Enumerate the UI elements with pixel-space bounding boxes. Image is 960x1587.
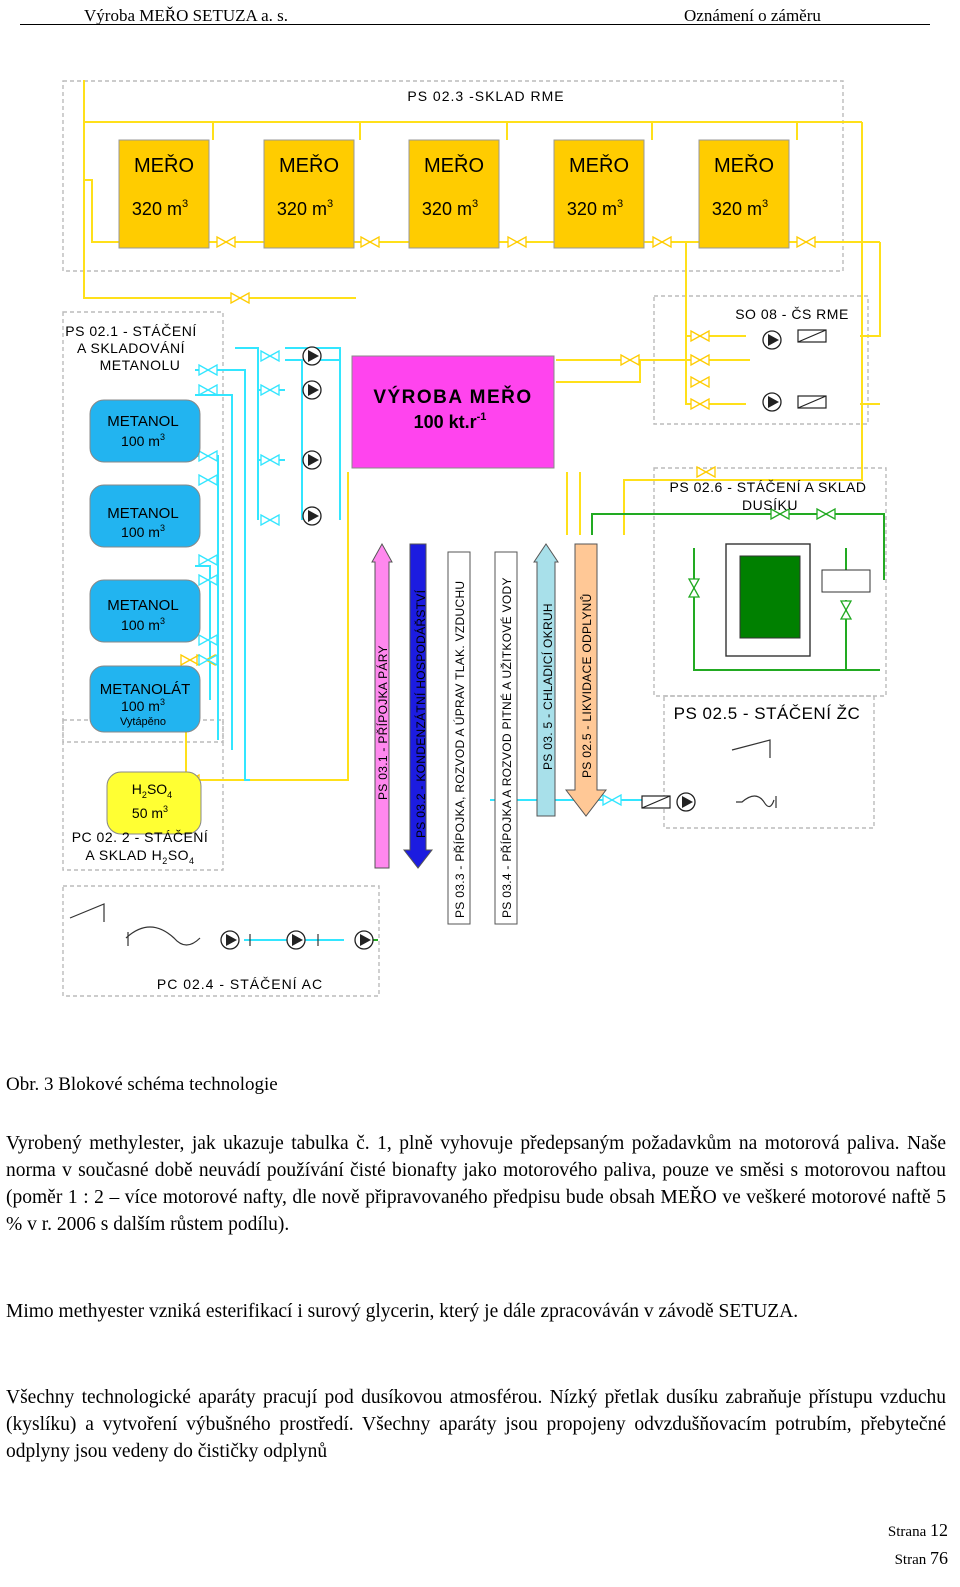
production-unit: VÝROBA MEŘO 100 kt.r-1 [351,355,555,469]
svg-text:320 m3: 320 m3 [567,198,623,219]
page-header: Výroba MEŘO SETUZA a. s. Oznámení o zámě… [0,4,960,26]
methanol-tank-3-name: METANOL [107,597,178,614]
lye-title: PS 02.5 - STÁČENÍ ŽC [674,704,861,723]
unloading-symbols [69,739,777,946]
svg-text:320 m3: 320 m3 [277,198,333,219]
utility-cooling: PS 03. 5 - CHLADICÍ OKRUH [540,603,555,770]
header-left: Výroba MEŘO SETUZA a. s. [84,6,288,25]
acid-tank-volume: 50 m [132,805,163,821]
methanol-pipes [195,347,658,941]
acid-title-1: PC 02. 2 - STÁČENÍ [72,829,209,845]
tank-2-volume: 320 m [277,199,327,219]
utility-offgas: PS 02.5 - LIKVIDACE ODPLYNŮ [579,593,594,778]
methanol-tank-4-volume: 100 m [121,698,160,714]
paragraph-3: Všechny technologické aparáty pracují po… [6,1387,946,1462]
header-right: Oznámení o záměru [684,6,821,25]
rme-tanks: MEŘO MEŘO MEŘO MEŘO MEŘO 320 m3 320 m3 3… [118,139,790,249]
nitrogen-tank [725,543,871,657]
flow-meters [641,329,827,809]
utility-air: PS 03.3 - PŘÍPOJKA, ROZVOD A ÚPRAV TLAK.… [452,581,467,918]
figure-caption: Obr. 3 Blokové schéma technologie [6,1074,278,1095]
pump-station-title: SO 08 - ČS RME [735,306,849,322]
production-capacity: 100 kt.r [414,412,477,432]
methanol-tank-4-note: Vytápěno [120,716,166,728]
methanol-title-3: METANOLU [100,357,181,373]
tank-1-name: MEŘO [134,154,194,177]
storage-title: PS 02.3 -SKLAD RME [407,88,564,104]
ac-title: PC 02.4 - STÁČENÍ AC [157,976,323,992]
tank-4-volume: 320 m [567,199,617,219]
methanol-tanks: METANOL METANOL METANOL METANOLÁT 100 m3… [89,399,201,733]
svg-text:100 kt.r-1: 100 kt.r-1 [414,411,487,432]
zone-borders [62,80,887,997]
svg-text:100 m3: 100 m3 [121,616,165,633]
nitrogen-title-2: DUSÍKU [742,497,798,513]
svg-text:320 m3: 320 m3 [422,198,478,219]
tank-2-name: MEŘO [279,154,339,177]
tank-3-volume: 320 m [422,199,472,219]
methanol-tank-1-name: METANOL [107,413,178,430]
utility-water: PS 03.4 - PŘÍPOJKA A ROZVOD PITNÉ A UŽIT… [499,577,514,918]
methanol-tank-1-volume: 100 m [121,433,160,449]
header-rule [20,24,930,25]
total-pages: Stran 76 [894,1548,948,1568]
acid-tank: H2SO4 50 m3 [106,771,202,835]
svg-text:320 m3: 320 m3 [712,198,768,219]
methanol-title-2: A SKLADOVÁNÍ [77,340,185,356]
block-diagram: MEŘO MEŘO MEŘO MEŘO MEŘO 320 m3 320 m3 3… [62,80,887,997]
nitrogen-pipes [356,513,885,941]
utility-steam: PS 03.1 - PŘÍPOJKA PÁRY [375,645,390,800]
tank-5-volume: 320 m [712,199,762,219]
svg-text:320 m3: 320 m3 [132,198,188,219]
methanol-tank-3-volume: 100 m [121,617,160,633]
svg-text:50 m3: 50 m3 [132,804,168,821]
tank-4-name: MEŘO [569,154,629,177]
production-title: VÝROBA MEŘO [373,386,532,408]
svg-text:A SKLAD H2SO4: A SKLAD H2SO4 [85,847,194,866]
methanol-tank-4-name: METANOLÁT [100,681,191,698]
svg-text:100 m3: 100 m3 [121,523,165,540]
svg-text:100 m3: 100 m3 [121,697,165,714]
tank-5-name: MEŘO [714,154,774,177]
utility-arrows [371,542,608,925]
methanol-tank-2-volume: 100 m [121,524,160,540]
paragraph-1: Vyrobený methylester, jak ukazuje tabulk… [6,1133,946,1235]
page-number: Strana 12 [887,1520,948,1540]
methanol-title-1: PS 02.1 - STÁČENÍ [65,323,196,339]
methanol-tank-2-name: METANOL [107,505,178,522]
svg-text:H2SO4: H2SO4 [132,781,172,800]
paragraph-2: Mimo methyester vzniká esterifikací i su… [6,1301,799,1322]
svg-text:100 m3: 100 m3 [121,432,165,449]
utility-condensate: PS 03.2 - KONDENZÁTNÍ HOSPODÁŘSTVÍ [413,589,428,838]
tank-3-name: MEŘO [424,154,484,177]
tank-1-volume: 320 m [132,199,182,219]
nitrogen-title-1: PS 02.6 - STÁČENÍ A SKLAD [670,479,867,495]
